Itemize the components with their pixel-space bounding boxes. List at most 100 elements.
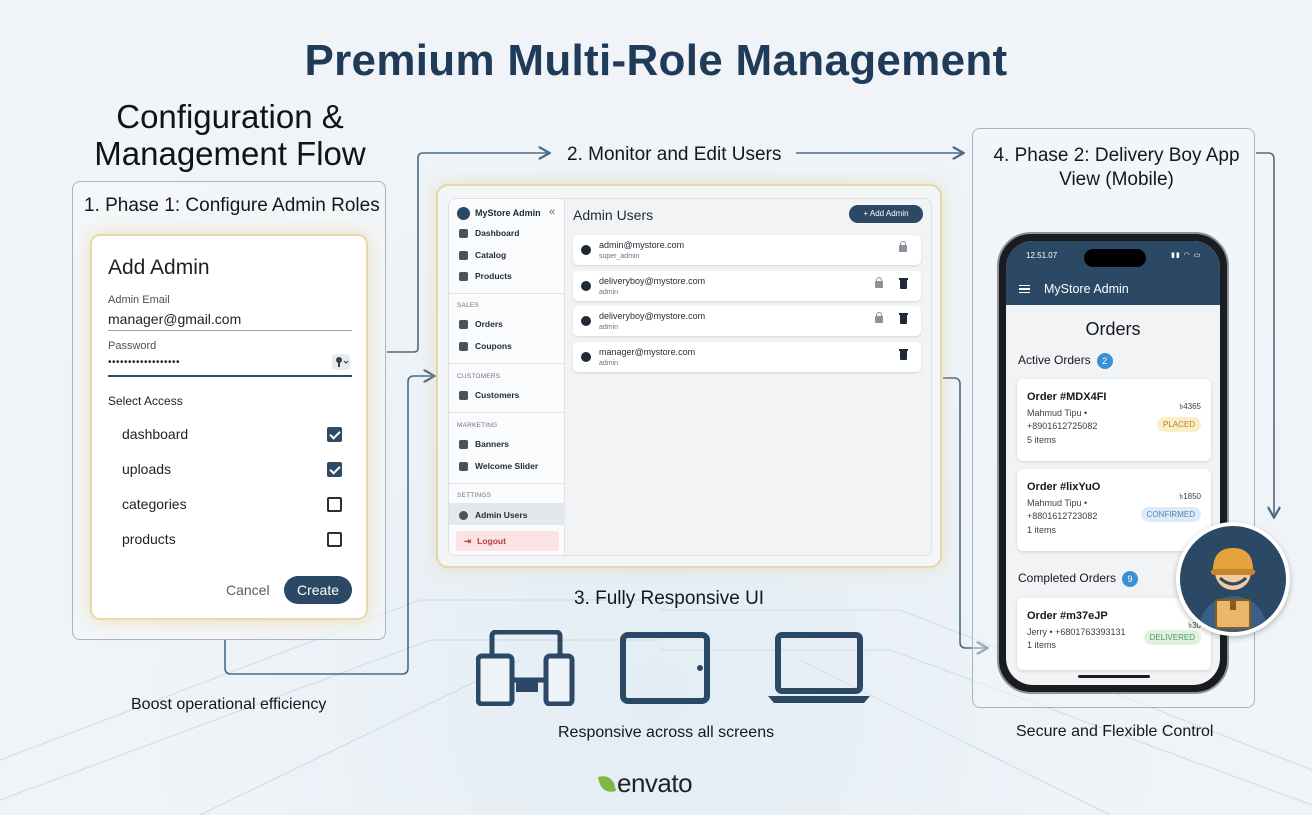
sidebar-item-label: Coupons	[475, 341, 512, 351]
logout-button[interactable]: ⇥ Logout	[456, 531, 559, 551]
order-customer: Jerry • +6801763393131	[1027, 627, 1126, 637]
sidebar-item-products[interactable]: Products	[459, 271, 512, 282]
home-indicator	[1078, 675, 1150, 678]
order-card[interactable]: Order #m37eJP Jerry • +6801763393131 1 i…	[1017, 598, 1211, 670]
user-row[interactable]: deliveryboy@mystore.com admin	[573, 306, 921, 336]
key-icon[interactable]	[332, 354, 350, 370]
admin-users-icon	[459, 511, 468, 521]
status-badge: DELIVERED	[1143, 630, 1201, 645]
access-checkbox[interactable]	[327, 532, 342, 547]
status-icons: ▮▮ ◠ ▭	[1171, 252, 1202, 259]
banner-icon	[459, 440, 468, 450]
dynamic-island	[1084, 249, 1146, 267]
access-checkbox[interactable]	[327, 497, 342, 512]
app-bar: MyStore Admin	[1006, 271, 1220, 305]
status-badge: CONFIRMED	[1140, 507, 1201, 522]
add-admin-dialog: Add Admin Admin Email manager@gmail.com …	[90, 234, 368, 620]
user-email: deliveryboy@mystore.com	[599, 276, 706, 286]
customers-icon	[459, 391, 468, 401]
products-icon	[459, 272, 468, 282]
store-logo-icon	[457, 207, 470, 220]
user-icon	[581, 352, 591, 362]
order-items: 5 items	[1027, 435, 1057, 445]
status-badge: PLACED	[1156, 417, 1201, 432]
admin-panel: MyStore Admin « Dashboard Catalog Produc…	[448, 198, 932, 556]
add-admin-button[interactable]: + Add Admin	[849, 205, 923, 223]
order-card[interactable]: Order #MDX4FI Mahmud Tipu • +89016127250…	[1017, 379, 1211, 461]
phase3-label: 3. Fully Responsive UI	[574, 588, 765, 609]
active-orders-label: Active Orders	[1018, 353, 1091, 368]
user-role: super_admin	[599, 253, 640, 260]
sidebar-section-sales: SALES	[457, 302, 479, 309]
password-label: Password	[108, 340, 157, 352]
email-label: Admin Email	[108, 294, 170, 306]
sidebar-item-orders[interactable]: Orders	[459, 319, 503, 330]
logout-icon: ⇥	[464, 536, 472, 546]
access-row-products[interactable]: products	[122, 531, 342, 551]
user-email: deliveryboy@mystore.com	[599, 311, 706, 321]
user-role: admin	[599, 324, 619, 331]
sidebar-item-catalog[interactable]: Catalog	[459, 250, 507, 261]
active-count-badge: 2	[1096, 353, 1113, 369]
access-label: categories	[122, 496, 187, 512]
phase4-caption: Secure and Flexible Control	[1016, 723, 1214, 740]
sidebar-item-label: Orders	[475, 319, 503, 329]
sidebar-item-admin-users[interactable]: Admin Users	[459, 510, 527, 521]
order-customer: Mahmud Tipu • +8801612723082	[1027, 498, 1098, 521]
coupon-icon	[459, 342, 468, 352]
sidebar-item-welcome-slider[interactable]: Welcome Slider	[459, 461, 539, 472]
user-role: admin	[599, 289, 619, 296]
delete-icon[interactable]	[899, 313, 908, 324]
collapse-icon[interactable]: «	[549, 206, 556, 218]
access-row-categories[interactable]: categories	[122, 496, 342, 516]
app-title: MyStore Admin	[1044, 282, 1129, 296]
logout-label: Logout	[477, 536, 506, 546]
user-email: manager@mystore.com	[599, 347, 696, 357]
sidebar-item-label: Catalog	[475, 250, 507, 260]
access-checkbox[interactable]	[327, 462, 342, 477]
phase2-label: 2. Monitor and Edit Users	[567, 144, 782, 165]
lock-icon[interactable]	[875, 277, 883, 288]
sidebar-item-coupons[interactable]: Coupons	[459, 341, 512, 352]
sidebar-item-label: Welcome Slider	[475, 461, 539, 471]
select-access-label: Select Access	[108, 394, 183, 408]
user-icon	[581, 316, 591, 326]
laptop-icon	[768, 632, 870, 703]
menu-icon[interactable]	[1019, 285, 1030, 293]
active-orders-header: Active Orders 2	[1018, 353, 1113, 369]
user-row[interactable]: admin@mystore.com super_admin	[573, 235, 921, 265]
order-id: Order #m37eJP	[1027, 610, 1108, 622]
dashboard-icon	[459, 229, 468, 239]
access-checkbox[interactable]	[327, 427, 342, 442]
delete-icon[interactable]	[899, 278, 908, 289]
sidebar-section-customers: CUSTOMERS	[457, 373, 501, 380]
sidebar-item-dashboard[interactable]: Dashboard	[459, 228, 519, 239]
user-row[interactable]: deliveryboy@mystore.com admin	[573, 271, 921, 301]
password-field[interactable]: ••••••••••••••••••	[108, 357, 181, 368]
access-row-uploads[interactable]: uploads	[122, 461, 342, 481]
email-field[interactable]: manager@gmail.com	[108, 311, 242, 327]
sidebar-divider	[449, 483, 565, 484]
email-underline	[108, 330, 352, 331]
envato-logo: envato	[597, 768, 693, 799]
sidebar-divider	[449, 412, 565, 413]
flow-title: Configuration & Management Flow	[94, 98, 366, 172]
order-items: 1 items	[1027, 525, 1057, 535]
order-card[interactable]: Order #lixYuO Mahmud Tipu • +88016127230…	[1017, 469, 1211, 551]
sidebar-item-customers[interactable]: Customers	[459, 390, 520, 401]
envato-leaf-icon	[597, 773, 617, 795]
lock-icon[interactable]	[875, 312, 883, 323]
access-row-dashboard[interactable]: dashboard	[122, 426, 342, 446]
multi-device-icon	[476, 630, 575, 706]
user-icon	[581, 281, 591, 291]
sidebar-brand: MyStore Admin	[457, 207, 541, 220]
cancel-button[interactable]: Cancel	[226, 582, 270, 598]
orders-icon	[459, 320, 468, 330]
create-button[interactable]: Create	[284, 576, 352, 604]
delete-icon[interactable]	[899, 349, 908, 360]
user-row[interactable]: manager@mystore.com admin	[573, 342, 921, 372]
order-amount: ৳4365	[1179, 402, 1201, 411]
lock-icon[interactable]	[899, 241, 907, 252]
sidebar-item-label: Customers	[475, 390, 520, 400]
sidebar-item-banners[interactable]: Banners	[459, 439, 509, 450]
